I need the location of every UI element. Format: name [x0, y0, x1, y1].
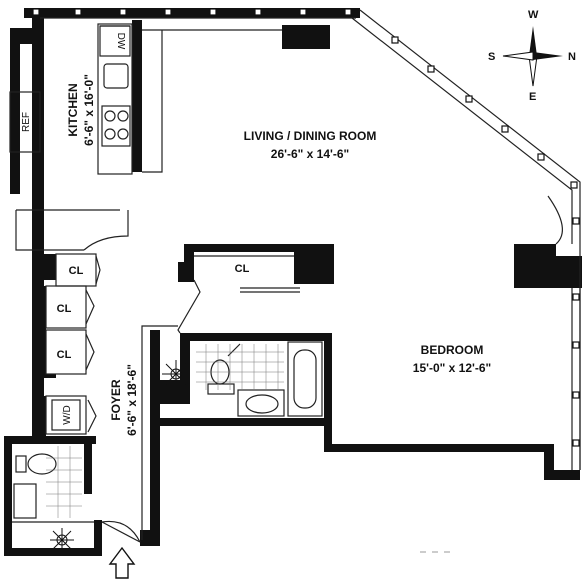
closet-label: CL	[57, 303, 72, 315]
foyer-size: 6'-6" x 18'-6"	[125, 364, 139, 436]
compass-s: S	[488, 51, 495, 63]
entry-arrow-icon	[108, 546, 136, 579]
stove-burners	[104, 110, 129, 140]
walls	[4, 8, 582, 556]
compass-rose-icon	[502, 26, 563, 87]
foyer-name: FOYER	[109, 379, 123, 421]
tile-floor	[46, 344, 284, 518]
compass-w: W	[528, 9, 539, 21]
kitchen-name: KITCHEN	[66, 83, 80, 136]
refrigerator-label: REF	[21, 112, 32, 132]
compass-n: N	[568, 51, 576, 63]
window-mullions	[32, 8, 580, 447]
outlines	[9, 9, 581, 543]
kitchen-size: 6'-6" x 16'-0"	[82, 74, 96, 146]
light-fixture-icon	[50, 360, 190, 552]
dishwasher-label: DW	[115, 33, 126, 50]
living-room-name: LIVING / DINING ROOM	[244, 129, 377, 143]
bedroom-name: BEDROOM	[421, 343, 484, 357]
compass-e: E	[529, 91, 536, 103]
closet-label: CL	[57, 349, 72, 361]
bedroom-size: 15'-0" x 12'-6"	[413, 361, 491, 375]
living-room-size: 26'-6" x 14'-6"	[271, 147, 349, 161]
washer-dryer-label: W/D	[62, 405, 73, 424]
closet-label: CL	[69, 265, 84, 277]
closet-label: CL	[235, 263, 250, 275]
